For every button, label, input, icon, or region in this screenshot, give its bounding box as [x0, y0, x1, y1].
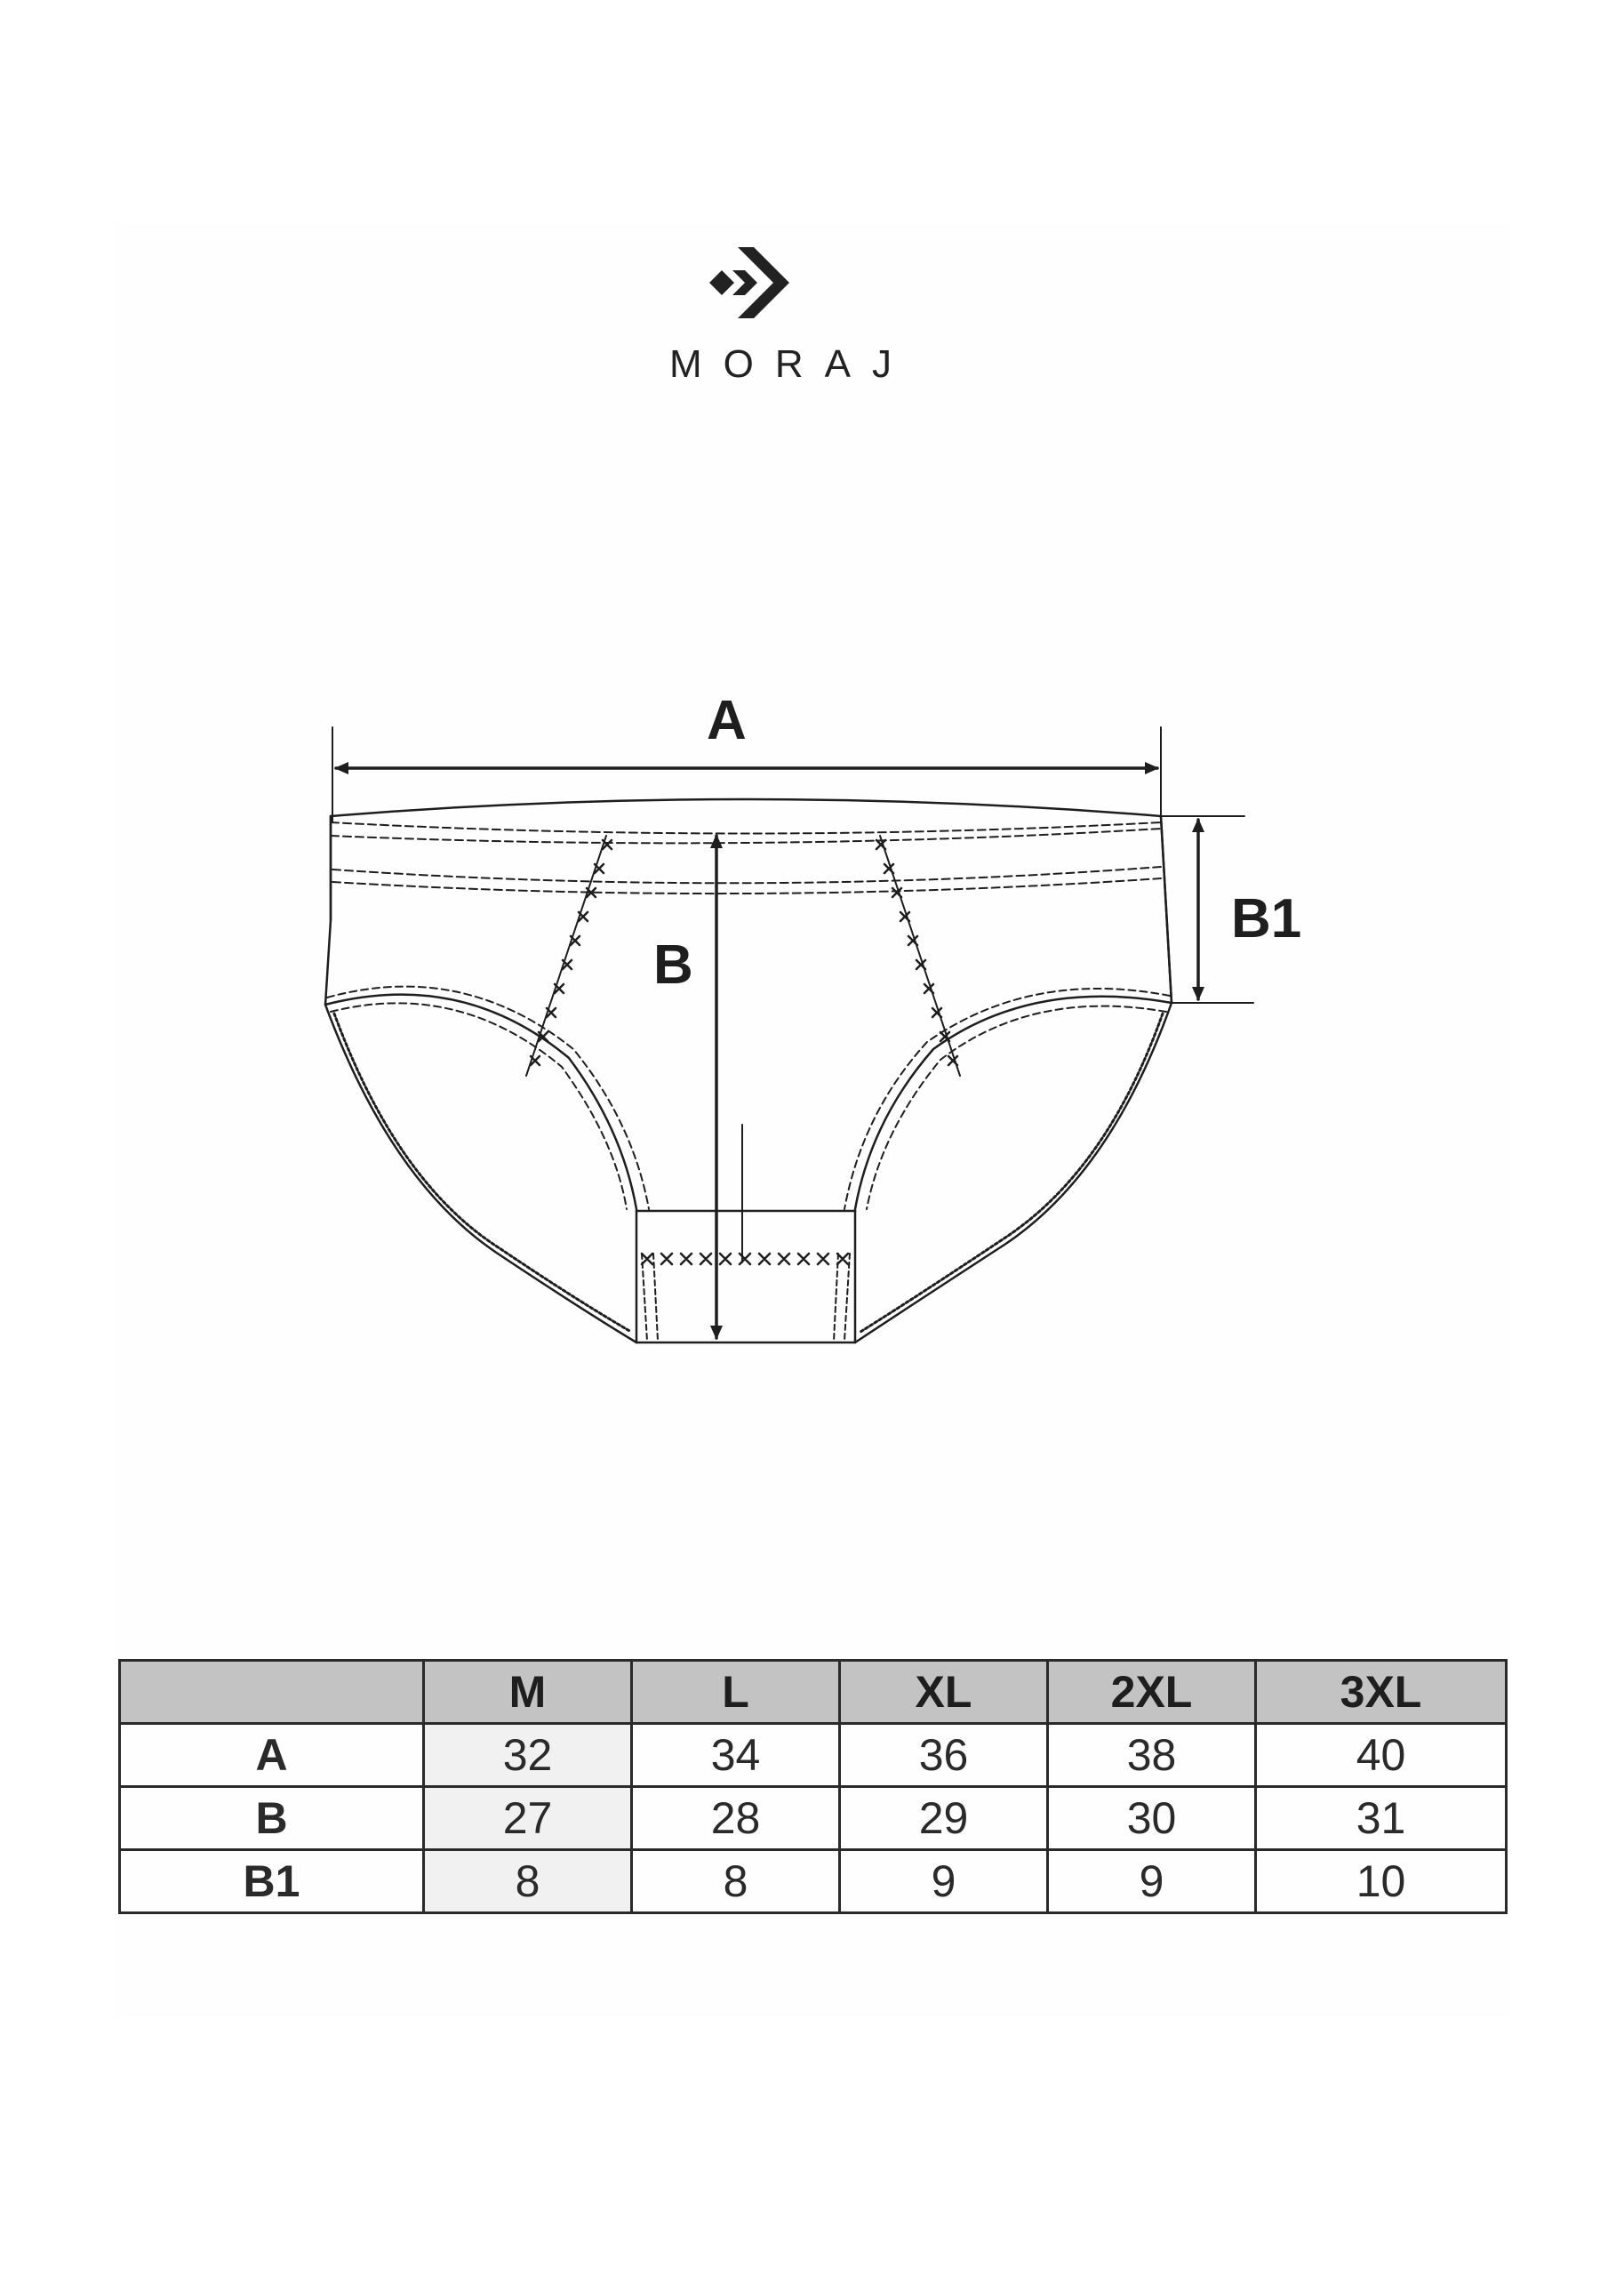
size-header-2xl: 2XL: [1046, 1659, 1257, 1725]
table-cell: 32: [422, 1722, 633, 1788]
table-cell: 9: [838, 1848, 1049, 1914]
size-header-3xl: 3XL: [1254, 1659, 1508, 1725]
size-header-l: L: [630, 1659, 841, 1725]
table-cell: 36: [838, 1722, 1049, 1788]
table-cell: 9: [1046, 1848, 1257, 1914]
table-cell: 10: [1254, 1848, 1508, 1914]
size-header-xl: XL: [838, 1659, 1049, 1725]
table-cell: 27: [422, 1785, 633, 1851]
table-cell: 30: [1046, 1785, 1257, 1851]
brand-name: MORAJ: [669, 342, 913, 386]
row-label: B: [118, 1785, 425, 1851]
table-cell: 28: [630, 1785, 841, 1851]
table-cell: 31: [1254, 1785, 1508, 1851]
table-row: A 32 34 36 38 40: [118, 1722, 1508, 1788]
size-header-row: M L XL 2XL 3XL: [118, 1659, 1508, 1725]
table-cell: 34: [630, 1722, 841, 1788]
table-cell: 29: [838, 1785, 1049, 1851]
dimension-a-label: A: [707, 690, 747, 751]
dimension-b1-label: B1: [1231, 888, 1302, 950]
table-row: B1 8 8 9 9 10: [118, 1848, 1508, 1914]
table-cell: 38: [1046, 1722, 1257, 1788]
moraj-chevron-logo-icon: [709, 247, 789, 318]
size-chart-table: M L XL 2XL 3XL A 32 34 36 38 40 B 27 28 …: [118, 1659, 1508, 1914]
table-cell: 40: [1254, 1722, 1508, 1788]
row-label: B1: [118, 1848, 425, 1914]
row-label: A: [118, 1722, 425, 1788]
corner-cell: [118, 1659, 425, 1725]
table-cell: 8: [422, 1848, 633, 1914]
table-row: B 27 28 29 30 31: [118, 1785, 1508, 1851]
size-header-m: M: [422, 1659, 633, 1725]
table-cell: 8: [630, 1848, 841, 1914]
dimension-b-label: B: [653, 934, 693, 996]
